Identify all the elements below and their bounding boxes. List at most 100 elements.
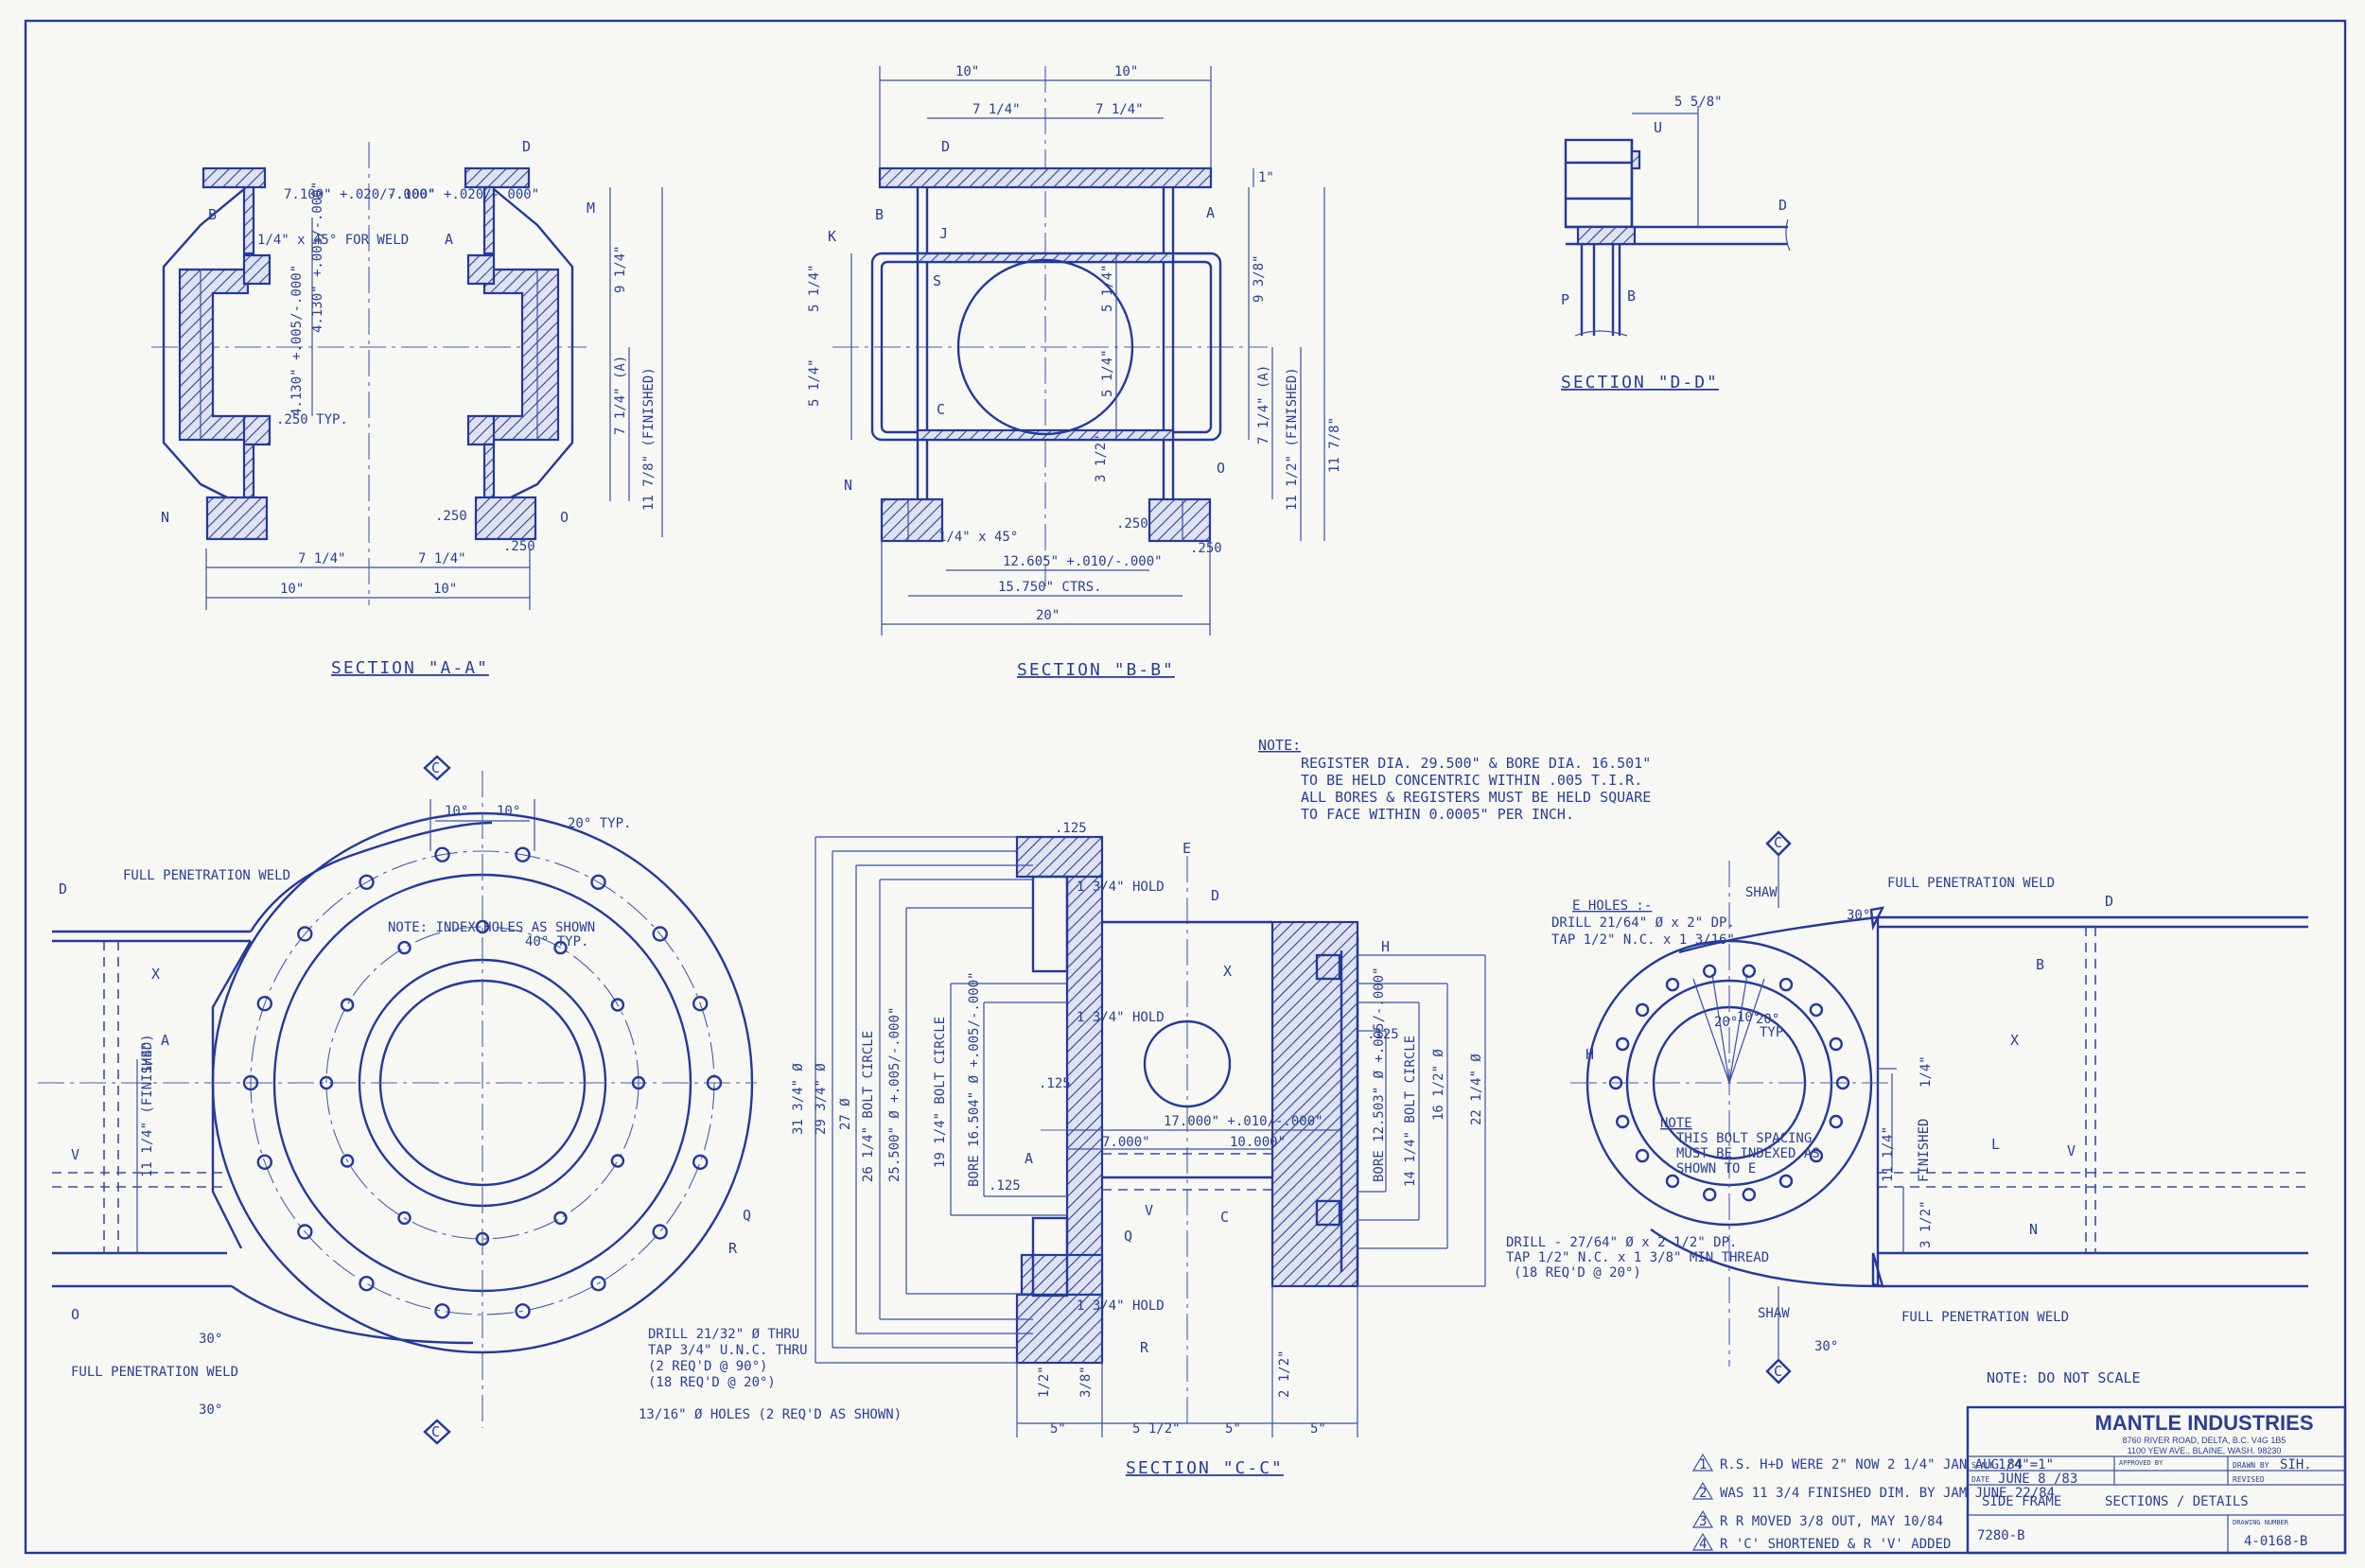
drawing-title-b: SECTIONS / DETAILS xyxy=(2105,1494,2249,1509)
left-outer-bolt-hole xyxy=(692,995,709,1012)
right-side-view xyxy=(1570,830,2308,1385)
right-bolt-hole xyxy=(1615,1037,1630,1052)
left-inner-bolt-hole xyxy=(553,940,568,955)
cc-tag-c: C xyxy=(1220,1209,1229,1226)
cc-c125b: .125 xyxy=(1039,1076,1071,1091)
approved-label: APPROVED BY xyxy=(2119,1459,2164,1467)
cc-bc-14: 14 1/4" BOLT CIRCLE xyxy=(1403,1036,1418,1187)
lv-tag-a: A xyxy=(161,1032,169,1049)
cc-w-10: 10.000" xyxy=(1230,1135,1286,1150)
rev-text-1: R.S. H+D WERE 2" NOW 2 1/4" JAN AUG 84 xyxy=(1720,1457,2023,1472)
bb-tag-o: O xyxy=(1217,460,1225,477)
cc-bot-half: 1/2" xyxy=(1037,1366,1052,1398)
lv-tag-c-bot: C xyxy=(431,1423,440,1440)
lv-tag-v: V xyxy=(71,1146,79,1163)
rv-tag-c-top: C xyxy=(1774,834,1782,851)
left-outer-bolt-hole xyxy=(359,1275,375,1292)
rv-angle-30a: 30° xyxy=(1847,908,1870,923)
left-inner-bolt-hole xyxy=(319,1075,334,1090)
aa-tol-left: 7.100" +.020/-.000" xyxy=(284,187,435,202)
revision-list xyxy=(1691,1453,1714,1551)
section-cc-title: SECTION "C-C" xyxy=(1126,1458,1284,1478)
right-bolt-hole xyxy=(1809,1148,1824,1163)
bb-h-7: 7 1/4" (A) xyxy=(1256,365,1271,444)
left-bolt-circle xyxy=(242,846,723,1319)
right-bolt-hole xyxy=(1665,1174,1680,1189)
right-bolt-hole xyxy=(1615,1114,1630,1129)
rev-mark-2: 2 xyxy=(1699,1486,1707,1501)
cc-d-27: 27 Ø xyxy=(838,1098,853,1130)
right-bolt-circle xyxy=(1608,964,1850,1202)
rev-text-4: R 'C' SHORTENED & R 'V' ADDED xyxy=(1720,1537,1951,1552)
lv-angle-30b: 30° xyxy=(199,1402,222,1418)
bb-tag-c: C xyxy=(937,401,945,418)
right-bolt-hole xyxy=(1702,964,1717,979)
rv-note-spacing-3: MUST BE INDEXED AS xyxy=(1676,1146,1820,1161)
left-inner-bolt-hole xyxy=(475,919,490,934)
left-inner-bolt-hole xyxy=(397,1211,412,1226)
bb-h-9: 9 3/8" xyxy=(1252,254,1267,303)
right-bolt-hole xyxy=(1809,1002,1824,1018)
rv-holes-note-2: DRILL 21/64" Ø x 2" DP. xyxy=(1551,915,1735,931)
left-outer-bolt-hole xyxy=(706,1074,723,1091)
lv-drill-2: TAP 3/4" U.N.C. THRU xyxy=(648,1343,808,1358)
left-inner-bolt-hole xyxy=(553,1211,568,1226)
rv-finished: FINISHED xyxy=(1917,1119,1932,1182)
bb-h-3: 3 1/2" xyxy=(1094,434,1109,482)
left-outer-bolt-hole xyxy=(590,1275,606,1292)
rv-drill-3: (18 REQ'D @ 20°) xyxy=(1514,1265,1641,1281)
left-inner-bolt-hole xyxy=(397,940,412,955)
right-bolt-hole xyxy=(1665,977,1680,992)
right-bolt-hole xyxy=(1608,1075,1623,1090)
left-outer-bolt-hole xyxy=(256,1154,272,1171)
drawing-number-label: DRAWING NUMBER xyxy=(2233,1519,2289,1526)
right-bolt-hole xyxy=(1742,964,1757,979)
aa-tol-right: 7.100" +.020/-.000" xyxy=(388,187,539,202)
left-outer-bolt-hole xyxy=(515,1303,531,1319)
lv-fpw-bot: FULL PENETRATION WELD xyxy=(71,1365,238,1380)
cc-bore-12: BORE 12.503" Ø +.005/-.000" xyxy=(1372,967,1387,1182)
cc-c125a: .125 xyxy=(1055,821,1087,836)
rv-tag-b: B xyxy=(2036,956,2044,973)
rv-angle-c: 20° xyxy=(1756,1012,1779,1027)
bb-tag-j: J xyxy=(939,225,948,242)
drawing-title-a: SIDE FRAME xyxy=(1982,1494,2061,1509)
rev-mark-4: 4 xyxy=(1699,1537,1707,1552)
drawn-value: SIH. xyxy=(2280,1457,2312,1472)
left-inner-bolt-hole xyxy=(340,998,355,1012)
lv-h-11: 11 1/4" (FINISHED) xyxy=(140,1034,155,1177)
aa-tag-d: D xyxy=(522,138,531,155)
lv-tag-x: X xyxy=(151,966,160,983)
rv-note-spacing-4: SHOWN TO E xyxy=(1676,1161,1756,1176)
rv-note-spacing-2: THIS BOLT SPACING xyxy=(1676,1131,1812,1146)
rv-fpw-top: FULL PENETRATION WELD xyxy=(1887,876,2055,891)
part-number: 7280-B xyxy=(1977,1528,2025,1543)
scale-label: SCALE xyxy=(1971,1461,1994,1470)
aa-w-10b: 10" xyxy=(433,582,457,597)
general-note-line-1: REGISTER DIA. 29.500" & BORE DIA. 16.501… xyxy=(1301,755,1651,772)
cc-d-25: 25.500" Ø +.005/-.000" xyxy=(887,1007,902,1182)
date-value: JUNE 8 /83 xyxy=(1998,1472,2077,1487)
bb-chamfer: 1/4" x 45° xyxy=(938,530,1018,545)
dd-tag-u: U xyxy=(1654,119,1662,136)
left-outer-bolt-hole xyxy=(242,1074,259,1091)
bb-top-7b: 7 1/4" xyxy=(1095,102,1144,117)
left-inner-bolt-hole xyxy=(631,1075,646,1090)
rv-tag-v: V xyxy=(2067,1142,2076,1159)
bb-h-5a: 5 1/4" xyxy=(807,264,822,312)
bb-w-15: 15.750" CTRS. xyxy=(998,580,1102,595)
company-name: MANTLE INDUSTRIES xyxy=(2095,1411,2314,1435)
lv-tag-d: D xyxy=(59,880,67,897)
left-inner-bolt-hole xyxy=(610,1154,625,1168)
lv-drill-3: (2 REQ'D @ 90°) xyxy=(648,1359,767,1374)
right-bolt-hole xyxy=(1778,1174,1794,1189)
lv-angle-10b: 10° xyxy=(497,804,520,819)
lv-angle-30a: 30° xyxy=(199,1332,222,1347)
rv-tag-c-bot: C xyxy=(1774,1363,1782,1380)
dd-tag-b: B xyxy=(1627,287,1636,305)
right-bolt-hole xyxy=(1829,1114,1844,1129)
dd-tag-p: P xyxy=(1561,291,1569,308)
cc-tag-e: E xyxy=(1182,840,1191,857)
general-note-line-3: ALL BORES & REGISTERS MUST BE HELD SQUAR… xyxy=(1301,789,1651,806)
